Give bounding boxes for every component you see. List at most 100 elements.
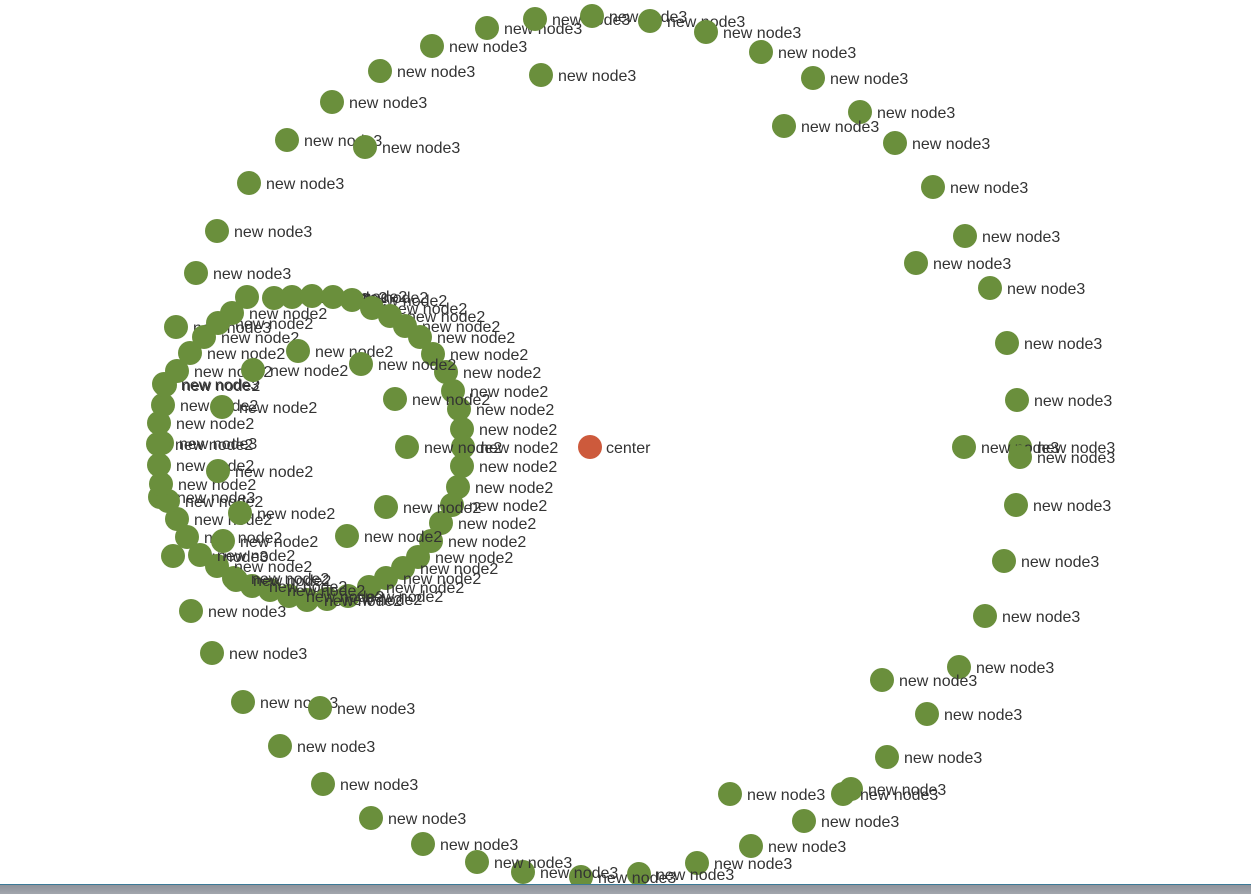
node3-node-circle[interactable] [953,224,977,248]
node3-node[interactable]: new node3 [739,834,846,858]
node2-node[interactable]: new node2 [146,432,253,456]
node2-node[interactable]: new node2 [360,296,467,320]
node3-node[interactable]: new node3 [465,850,572,874]
node3-node-circle[interactable] [523,7,547,31]
node2-node-circle[interactable] [335,524,359,548]
node2-node-circle[interactable] [429,511,453,535]
node3-node-circle[interactable] [465,850,489,874]
node3-node[interactable]: new node3 [311,772,418,796]
node2-node-circle[interactable] [357,575,381,599]
node2-node[interactable]: new node2 [383,387,490,411]
node3-node-circle[interactable] [368,59,392,83]
node3-node[interactable]: new node3 [353,135,460,159]
node3-node[interactable]: new node3 [947,655,1054,679]
node2-node-circle[interactable] [300,284,324,308]
node3-node-circle[interactable] [353,135,377,159]
node3-node-circle[interactable] [904,251,928,275]
node3-node[interactable]: new node3 [992,549,1099,573]
node3-node[interactable]: new node3 [978,276,1085,300]
node3-node-circle[interactable] [870,668,894,692]
node3-node-circle[interactable] [237,171,261,195]
node3-node-circle[interactable] [718,782,742,806]
node3-node-circle[interactable] [694,20,718,44]
node3-node-circle[interactable] [685,851,709,875]
node2-node[interactable]: new node2 [450,454,557,478]
node3-node-circle[interactable] [231,690,255,714]
node2-node[interactable]: new node2 [434,360,541,384]
node3-node[interactable]: new node3 [308,696,415,720]
node2-node-circle[interactable] [147,453,171,477]
node3-node[interactable]: new node3 [915,702,1022,726]
node3-node-circle[interactable] [978,276,1002,300]
node2-node[interactable]: new node2 [277,584,384,608]
node2-node-circle[interactable] [175,525,199,549]
node2-node-circle[interactable] [262,286,286,310]
node3-node-circle[interactable] [995,331,1019,355]
node2-node-circle[interactable] [450,417,474,441]
node3-node-circle[interactable] [164,315,188,339]
node3-node-circle[interactable] [308,696,332,720]
node2-node-circle[interactable] [147,411,171,435]
node2-node[interactable]: new node2 [210,395,317,419]
node3-node-circle[interactable] [161,544,185,568]
node2-node[interactable]: new node2 [241,358,348,382]
node3-node-circle[interactable] [268,734,292,758]
node2-node[interactable]: new node2 [419,529,526,553]
node2-node-circle[interactable] [178,341,202,365]
node3-node-circle[interactable] [739,834,763,858]
node2-node-circle[interactable] [165,359,189,383]
node2-node-circle[interactable] [224,568,248,592]
node2-node[interactable]: new node2 [447,397,554,421]
node3-node[interactable]: new node3 [848,100,955,124]
node3-node-circle[interactable] [320,90,344,114]
node3-node-circle[interactable] [179,599,203,623]
node3-node[interactable]: new node3 [694,20,801,44]
node2-node[interactable]: new node2 [446,475,553,499]
node2-node[interactable]: new node2 [440,493,547,517]
node2-node[interactable]: new node2 [224,568,331,592]
node3-node[interactable]: new node3 [179,599,286,623]
center-node-circle[interactable] [578,435,602,459]
node3-node-circle[interactable] [992,549,1016,573]
node2-node-circle[interactable] [205,554,229,578]
node2-node[interactable]: new node2 [408,325,515,349]
node3-node[interactable]: new node3 [200,641,307,665]
node3-node[interactable]: new node3 [268,734,375,758]
node2-node-circle[interactable] [360,296,384,320]
node2-node[interactable]: new node2 [429,511,536,535]
node2-node-circle[interactable] [241,358,265,382]
node3-node[interactable]: new node3 [205,219,312,243]
node2-node-circle[interactable] [151,393,175,417]
node3-node-circle[interactable] [311,772,335,796]
node2-node-circle[interactable] [280,285,304,309]
node2-node[interactable]: new node2 [315,587,422,611]
node3-node[interactable]: new node3 [1005,388,1112,412]
node3-node[interactable]: new node3 [831,782,938,806]
node3-node-circle[interactable] [638,9,662,33]
node3-node-circle[interactable] [883,131,907,155]
node2-node-circle[interactable] [149,472,173,496]
node3-node[interactable]: new node3 [953,224,1060,248]
node3-node-circle[interactable] [475,16,499,40]
node3-node-circle[interactable] [511,860,535,884]
node2-node[interactable]: new node2 [336,584,443,608]
node2-node-circle[interactable] [277,584,301,608]
node2-node[interactable]: new node2 [395,435,502,459]
node3-node-circle[interactable] [848,100,872,124]
node2-node-circle[interactable] [349,352,373,376]
center-node[interactable]: center [578,435,651,459]
node2-node[interactable]: new node2 [391,556,498,580]
node3-node[interactable]: new node3 [685,851,792,875]
node3-node[interactable]: new node3 [1008,445,1115,469]
node3-node[interactable]: new node3 [359,806,466,830]
node2-node-circle[interactable] [188,543,212,567]
node3-node[interactable]: new node3 [1004,493,1111,517]
node2-node[interactable]: new node2 [205,554,312,578]
node3-node[interactable]: new node3 [801,66,908,90]
node2-node-circle[interactable] [374,495,398,519]
node2-node-circle[interactable] [450,454,474,478]
node2-node[interactable]: new node2 [147,411,254,435]
node2-node[interactable]: new node2 [335,524,442,548]
node3-node-circle[interactable] [275,128,299,152]
